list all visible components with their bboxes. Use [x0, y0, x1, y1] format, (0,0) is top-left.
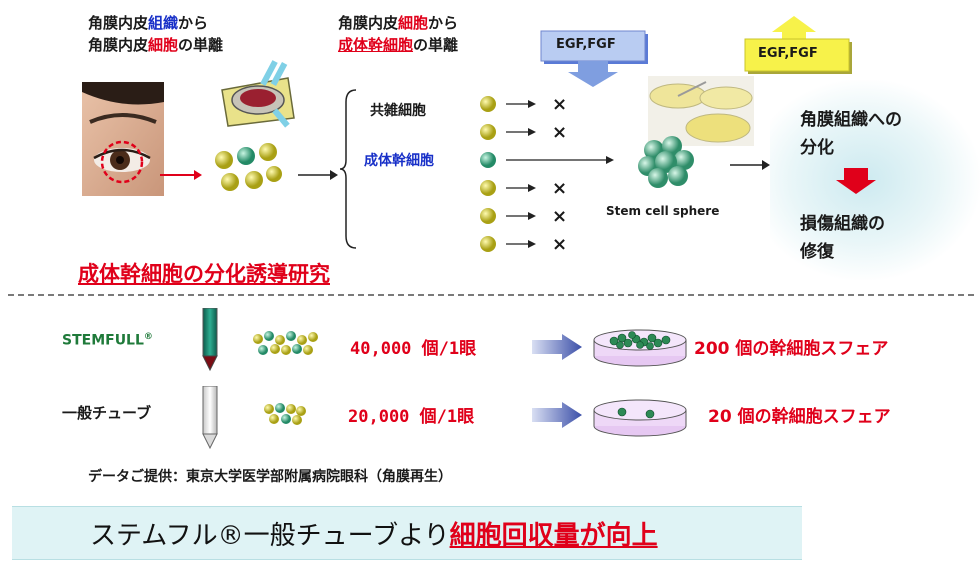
branch-label-contaminant: 共雑細胞 — [370, 103, 426, 119]
row-5 — [480, 208, 536, 224]
research-title: 成体幹細胞の分化誘導研究 — [78, 262, 330, 286]
stem-cell-sphere-illustration — [636, 132, 698, 190]
summary-banner — [12, 506, 802, 560]
x-mark: × — [552, 206, 568, 227]
x-mark: × — [552, 178, 568, 199]
arrow-to-result — [730, 156, 770, 175]
egf-fgf-label: EGF,FGF — [556, 37, 616, 52]
row-3 — [480, 152, 614, 168]
row-6 — [480, 236, 536, 252]
sphere-count-stemfull: 200 個の幹細胞スフェア — [694, 339, 889, 359]
egf-fgf-down-arrow: EGF,FGF — [540, 30, 652, 88]
egf-fgf-label: EGF,FGF — [758, 46, 818, 61]
down-arrow-red — [836, 168, 876, 198]
cell-count-general: 20,000 個/1眼 — [348, 407, 475, 427]
x-mark: × — [552, 234, 568, 255]
sphere-count-general: 20 個の幹細胞スフェア — [708, 407, 891, 427]
source-note: データご提供：東京大学医学部附属病院眼科（角膜再生） — [88, 469, 452, 485]
petri-dish-illustration — [218, 60, 298, 130]
culture-dishes-photo — [648, 76, 754, 146]
arrow-stemfull — [532, 334, 582, 364]
sphere-label: Stem cell sphere — [606, 204, 720, 218]
section-divider — [8, 294, 974, 296]
summary-text: ステムフル®一般チューブより細胞回収量が向上 — [90, 521, 658, 551]
egf-fgf-up-arrow: EGF,FGF — [744, 14, 856, 76]
x-mark: × — [552, 122, 568, 143]
row-2 — [480, 124, 536, 140]
heading-isolation-2: 角膜内皮細胞から 成体幹細胞の単離 — [338, 14, 459, 54]
product-name-general-tube: 一般チューブ — [62, 404, 152, 422]
x-mark: × — [552, 94, 568, 115]
cells-stemfull — [250, 330, 322, 360]
row-4 — [480, 180, 536, 196]
red-arrow — [160, 166, 202, 185]
product-name-stemfull: STEMFULL® — [62, 332, 153, 349]
row-1 — [480, 96, 536, 112]
dish-general — [592, 396, 688, 442]
branch-bracket — [339, 88, 360, 254]
cell-cluster — [210, 142, 284, 196]
arrow-general — [532, 402, 582, 432]
result-text-differentiation: 角膜組織への 分化 — [800, 110, 902, 158]
cell-count-stemfull: 40,000 個/1眼 — [350, 339, 477, 359]
dish-stemfull — [592, 326, 688, 372]
tube-general — [198, 385, 222, 454]
result-text-repair: 損傷組織の 修復 — [800, 214, 885, 262]
cells-general — [262, 402, 308, 430]
heading-isolation-1: 角膜内皮組織から 角膜内皮細胞の単離 — [88, 14, 224, 54]
tube-stemfull — [198, 307, 222, 376]
branch-label-stem-cell: 成体幹細胞 — [364, 153, 434, 169]
cell-rows — [478, 94, 628, 264]
eye-photo — [82, 82, 164, 196]
arrow-to-branch — [298, 166, 338, 185]
